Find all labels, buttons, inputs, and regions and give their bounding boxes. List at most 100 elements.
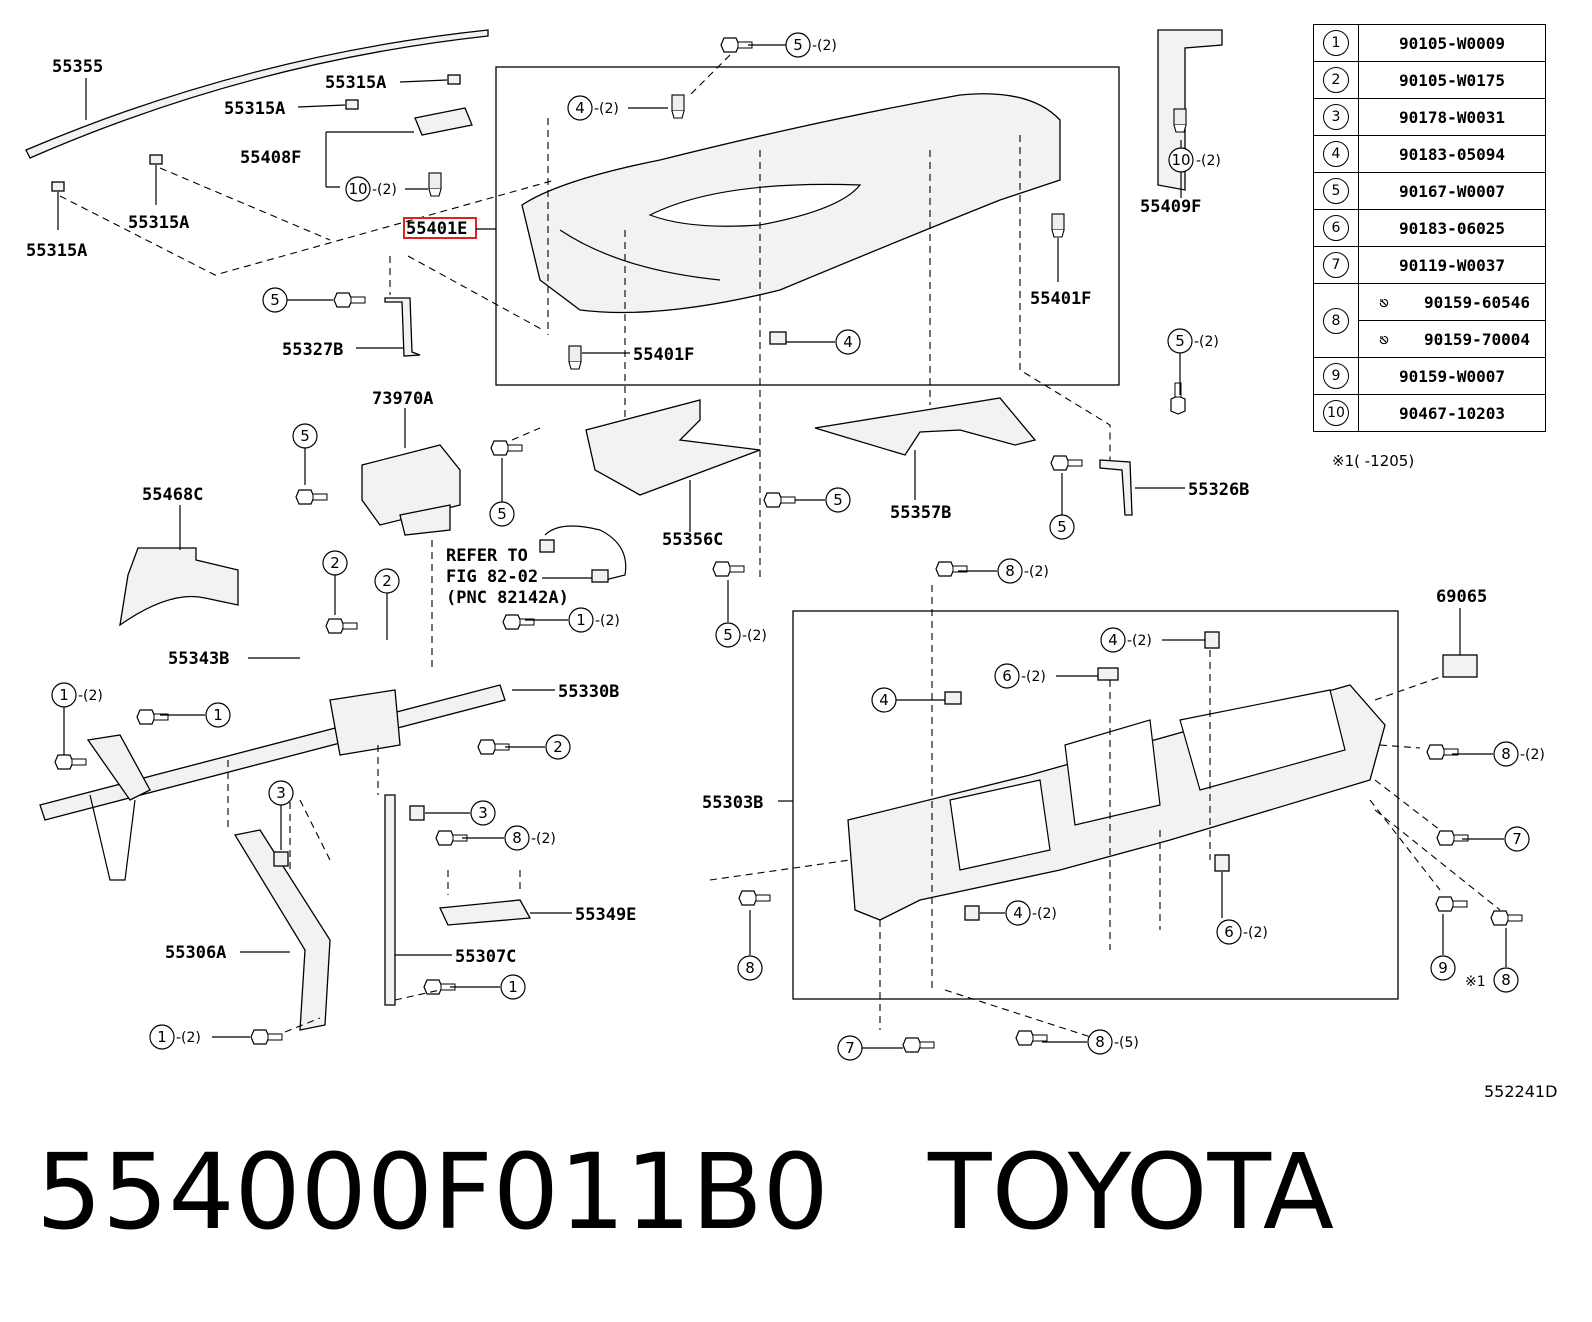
label-55315a-top: 55315A xyxy=(325,73,386,93)
svg-text:4: 4 xyxy=(879,691,889,709)
svg-text:-(2): -(2) xyxy=(78,688,103,704)
svg-text:REFER TO: REFER TO xyxy=(446,546,528,566)
brace-55306a xyxy=(233,829,331,1031)
svg-text:2: 2 xyxy=(382,572,392,590)
svg-text:8: 8 xyxy=(1005,562,1015,580)
svg-text:3: 3 xyxy=(478,804,488,822)
svg-text:7: 7 xyxy=(845,1039,855,1057)
brand-name: TOYOTA xyxy=(928,1131,1335,1253)
label-55349e: 55349E xyxy=(575,905,636,925)
label-55356c: 55356C xyxy=(662,530,723,550)
svg-text:6: 6 xyxy=(1224,923,1234,941)
airbag-73970a xyxy=(361,444,461,526)
svg-text:8: 8 xyxy=(1501,971,1511,989)
table-note: ※1( -1205) xyxy=(1332,452,1415,470)
svg-text:-(2): -(2) xyxy=(595,613,620,629)
label-55315a-left: 55315A xyxy=(26,241,87,261)
svg-text:1: 1 xyxy=(157,1028,167,1046)
brace-55307c xyxy=(384,794,396,1006)
svg-text:(PNC 82142A): (PNC 82142A) xyxy=(446,588,569,608)
svg-text:8: 8 xyxy=(1501,745,1511,763)
label-55315a-center: 55315A xyxy=(128,213,189,233)
footer-title: 554000F011B0 TOYOTA xyxy=(36,1140,1334,1244)
svg-text:5: 5 xyxy=(833,491,843,509)
svg-text:-(2): -(2) xyxy=(1127,633,1152,649)
svg-text:-(2): -(2) xyxy=(812,38,837,54)
svg-text:3: 3 xyxy=(276,784,286,802)
label-55327b: 55327B xyxy=(282,340,343,360)
svg-text:8: 8 xyxy=(745,959,755,977)
svg-text:2: 2 xyxy=(330,554,340,572)
svg-text:5: 5 xyxy=(270,291,280,309)
upper-panel-frame xyxy=(495,66,1120,386)
svg-text:-(5): -(5) xyxy=(1114,1035,1139,1051)
bolt-icon: ⎋ xyxy=(1379,292,1389,312)
svg-text:1: 1 xyxy=(576,611,586,629)
bolt-icon: ⎋ xyxy=(1379,329,1389,349)
label-55409f: 55409F xyxy=(1140,197,1201,217)
label-55343b: 55343B xyxy=(168,649,229,669)
table-row: 8 ⎋90159-60546 ⎋90159-70004 xyxy=(1313,283,1546,358)
svg-text:-(2): -(2) xyxy=(372,182,397,198)
label-55357b: 55357B xyxy=(890,503,951,523)
svg-text:-(2): -(2) xyxy=(742,628,767,644)
svg-text:8: 8 xyxy=(1095,1033,1105,1051)
svg-text:5: 5 xyxy=(723,626,733,644)
label-55307c: 55307C xyxy=(455,947,516,967)
svg-text:4: 4 xyxy=(1013,904,1023,922)
svg-text:5: 5 xyxy=(1175,332,1185,350)
svg-text:5: 5 xyxy=(497,505,507,523)
label-55306a: 55306A xyxy=(165,943,226,963)
bracket-55349e xyxy=(439,899,532,926)
diagram-ref-code: 552241D xyxy=(1484,1082,1558,1101)
svg-text:FIG 82-02: FIG 82-02 xyxy=(446,567,538,587)
svg-text:5: 5 xyxy=(1057,518,1067,536)
label-69065: 69065 xyxy=(1436,587,1487,607)
svg-text:4: 4 xyxy=(575,99,585,117)
svg-text:9: 9 xyxy=(1438,959,1448,977)
svg-text:10: 10 xyxy=(348,180,367,198)
svg-text:※1: ※1 xyxy=(1465,974,1486,990)
svg-text:-(2): -(2) xyxy=(531,831,556,847)
label-55355: 55355 xyxy=(52,57,103,77)
label-55303b: 55303B xyxy=(702,793,763,813)
label-55326b: 55326B xyxy=(1188,480,1249,500)
pad-55356c xyxy=(585,399,761,496)
svg-text:5: 5 xyxy=(793,36,803,54)
svg-text:8: 8 xyxy=(512,829,522,847)
svg-text:-(2): -(2) xyxy=(594,101,619,117)
svg-text:-(2): -(2) xyxy=(1196,153,1221,169)
svg-text:-(2): -(2) xyxy=(1021,669,1046,685)
svg-text:-(2): -(2) xyxy=(1520,747,1545,763)
svg-text:1: 1 xyxy=(59,686,69,704)
clip-69065 xyxy=(1442,654,1478,678)
svg-text:-(2): -(2) xyxy=(1024,564,1049,580)
svg-text:-(2): -(2) xyxy=(1194,334,1219,350)
svg-text:5: 5 xyxy=(300,427,310,445)
svg-text:-(2): -(2) xyxy=(1243,925,1268,941)
svg-text:6: 6 xyxy=(1002,667,1012,685)
label-55401f-right: 55401F xyxy=(1030,289,1091,309)
svg-text:1: 1 xyxy=(508,978,518,996)
svg-text:-(2): -(2) xyxy=(1032,906,1057,922)
svg-text:7: 7 xyxy=(1512,830,1522,848)
svg-text:4: 4 xyxy=(1108,631,1118,649)
svg-text:10: 10 xyxy=(1171,151,1190,169)
lower-panel-frame xyxy=(792,610,1399,1000)
pad-55357b xyxy=(814,397,1037,456)
svg-text:-(2): -(2) xyxy=(176,1030,201,1046)
svg-text:1: 1 xyxy=(213,706,223,724)
svg-text:2: 2 xyxy=(553,738,563,756)
part-number: 554000F011B0 xyxy=(36,1131,829,1253)
